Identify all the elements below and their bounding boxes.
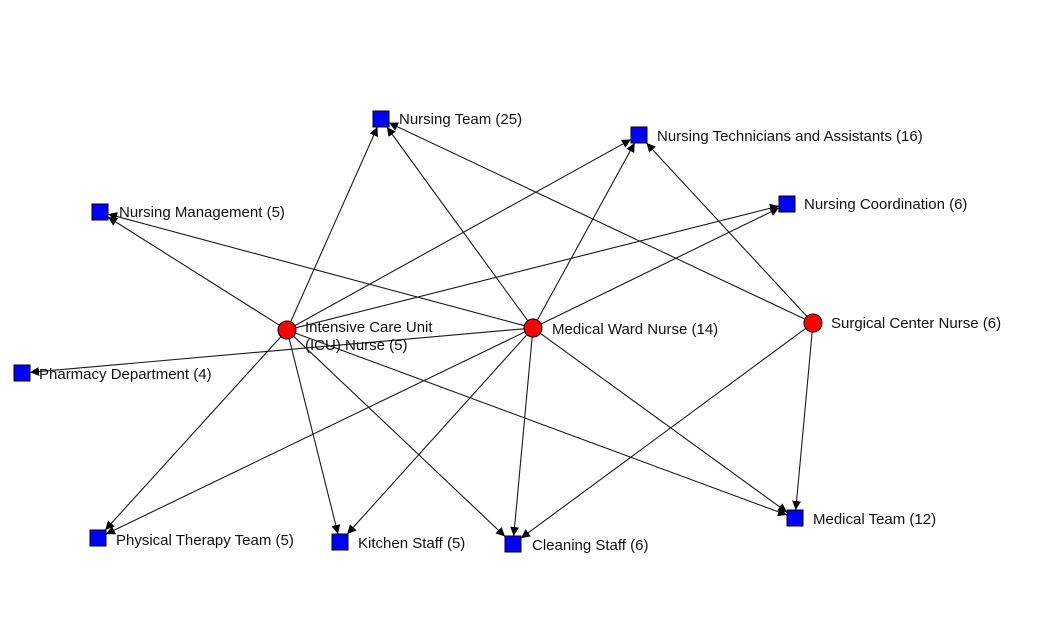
node-cs-label: Cleaning Staff (6) <box>532 537 648 554</box>
node-nt-square <box>372 110 390 128</box>
edge-sc-to-nt <box>388 122 806 320</box>
edge-mw-to-nt <box>386 126 529 322</box>
node-nt-label-line: Nursing Team (25) <box>399 111 522 128</box>
nodes-layer <box>13 110 823 553</box>
edge-icu-to-pt <box>104 336 282 531</box>
node-pd-square <box>13 364 31 382</box>
node-icu-label: Intensive Care Unit(ICU) Nurse (5) <box>305 319 433 354</box>
edge-icu-to-nt <box>290 126 378 323</box>
node-nta-label-line: Nursing Technicians and Assistants (16) <box>657 128 923 145</box>
node-pd-label-line: Pharmacy Department (4) <box>39 366 212 383</box>
labels-layer: Intensive Care Unit(ICU) Nurse (5) Medica… <box>39 111 1001 554</box>
node-cs-label-line: Cleaning Staff (6) <box>532 537 648 554</box>
node-mt-label: Medical Team (12) <box>813 511 936 528</box>
edge-mw-to-nc <box>540 207 780 325</box>
edge-mw-to-ks <box>346 334 528 535</box>
edge-mw-to-pd <box>29 328 525 376</box>
node-nm-label: Nursing Management (5) <box>119 204 285 221</box>
node-cs-square <box>504 535 522 553</box>
node-nm-label-line: Nursing Management (5) <box>119 204 285 221</box>
edge-icu-to-cs <box>293 335 506 537</box>
node-icu-circle <box>277 320 297 340</box>
node-pt-square <box>89 529 107 547</box>
node-nc-label-line: Nursing Coordination (6) <box>804 196 967 213</box>
node-mt-label-line: Medical Team (12) <box>813 511 936 528</box>
node-nc-square <box>778 195 796 213</box>
edge-sc-to-nta <box>646 142 808 317</box>
edge-mw-to-nta <box>536 142 636 321</box>
node-mw-label-line: Medical Ward Nurse (14) <box>552 321 718 338</box>
edges-layer <box>29 122 813 539</box>
node-sc-label-line: Surgical Center Nurse (6) <box>831 315 1001 332</box>
edge-mw-to-nm <box>107 212 525 327</box>
node-mt-square <box>786 509 804 527</box>
edge-mw-to-pt <box>105 331 526 535</box>
node-pt-label: Physical Therapy Team (5) <box>116 532 294 549</box>
node-sc-label: Surgical Center Nurse (6) <box>831 315 1001 332</box>
edge-sc-to-cs <box>520 327 807 539</box>
node-mw-circle <box>523 318 543 338</box>
edge-icu-to-nm <box>107 216 280 326</box>
node-nc-label: Nursing Coordination (6) <box>804 196 967 213</box>
node-mw-label: Medical Ward Nurse (14) <box>552 321 718 338</box>
node-nt-label: Nursing Team (25) <box>399 111 522 128</box>
node-sc-circle <box>803 313 823 333</box>
node-icu-label-line: (ICU) Nurse (5) <box>305 337 408 354</box>
edge-mw-to-mt <box>539 332 788 513</box>
node-icu-label-line: Intensive Care Unit <box>305 319 433 336</box>
node-nta-square <box>630 126 648 144</box>
edge-mw-to-cs <box>510 336 533 537</box>
node-ks-label: Kitchen Staff (5) <box>358 535 465 552</box>
node-ks-label-line: Kitchen Staff (5) <box>358 535 465 552</box>
node-nta-label: Nursing Technicians and Assistants (16) <box>657 128 923 145</box>
edge-icu-to-mt <box>295 332 788 517</box>
node-pt-label-line: Physical Therapy Team (5) <box>116 532 294 549</box>
edge-sc-to-mt <box>792 331 813 511</box>
node-nm-square <box>91 203 109 221</box>
node-ks-square <box>331 533 349 551</box>
edge-icu-to-nc <box>295 203 780 329</box>
edge-icu-to-ks <box>288 338 341 535</box>
node-pd-label: Pharmacy Department (4) <box>39 366 212 383</box>
